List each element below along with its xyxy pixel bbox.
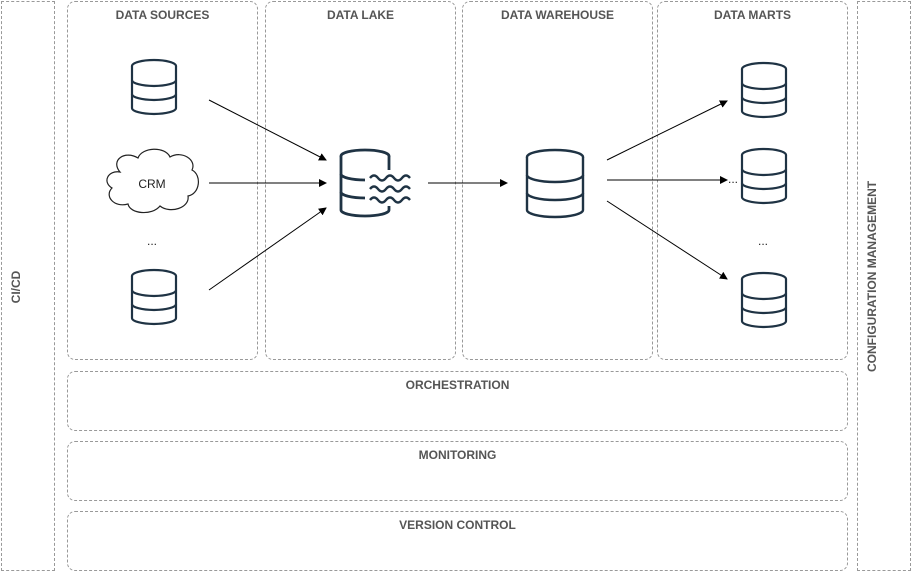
data-lake-column: DATA LAKE	[265, 1, 456, 360]
monitoring-row: MONITORING	[67, 441, 848, 501]
mart-database-icon	[740, 147, 788, 205]
monitoring-title: MONITORING	[418, 448, 497, 462]
cicd-panel: CI/CD	[1, 1, 55, 571]
orchestration-row: ORCHESTRATION	[67, 371, 848, 431]
marts-ellipsis: ...	[758, 234, 768, 248]
mart-database-icon	[740, 271, 788, 329]
sources-ellipsis: ...	[147, 234, 157, 248]
version-control-row: VERSION CONTROL	[67, 511, 848, 571]
data-lake-title: DATA LAKE	[326, 8, 395, 22]
source-database-icon	[130, 58, 178, 116]
version-control-title: VERSION CONTROL	[399, 518, 516, 532]
data-warehouse-title: DATA WAREHOUSE	[500, 8, 615, 22]
data-lake-icon	[339, 148, 413, 218]
arrow	[606, 100, 728, 161]
configuration-management-panel: CONFIGURATION MANAGEMENT	[857, 1, 911, 571]
arrow	[606, 200, 728, 280]
arrow	[208, 99, 327, 161]
source-database-icon	[130, 268, 178, 326]
data-sources-column: DATA SOURCES	[67, 1, 258, 360]
crm-label: CRM	[138, 177, 165, 191]
warehouse-database-icon	[525, 148, 585, 219]
orchestration-title: ORCHESTRATION	[405, 378, 510, 392]
arrow	[208, 207, 327, 291]
crm-cloud-icon: CRM	[106, 148, 199, 214]
data-sources-title: DATA SOURCES	[115, 8, 210, 22]
data-marts-title: DATA MARTS	[713, 8, 792, 22]
mart-inline-ellipsis: ...	[728, 172, 738, 186]
mart-database-icon	[740, 61, 788, 119]
